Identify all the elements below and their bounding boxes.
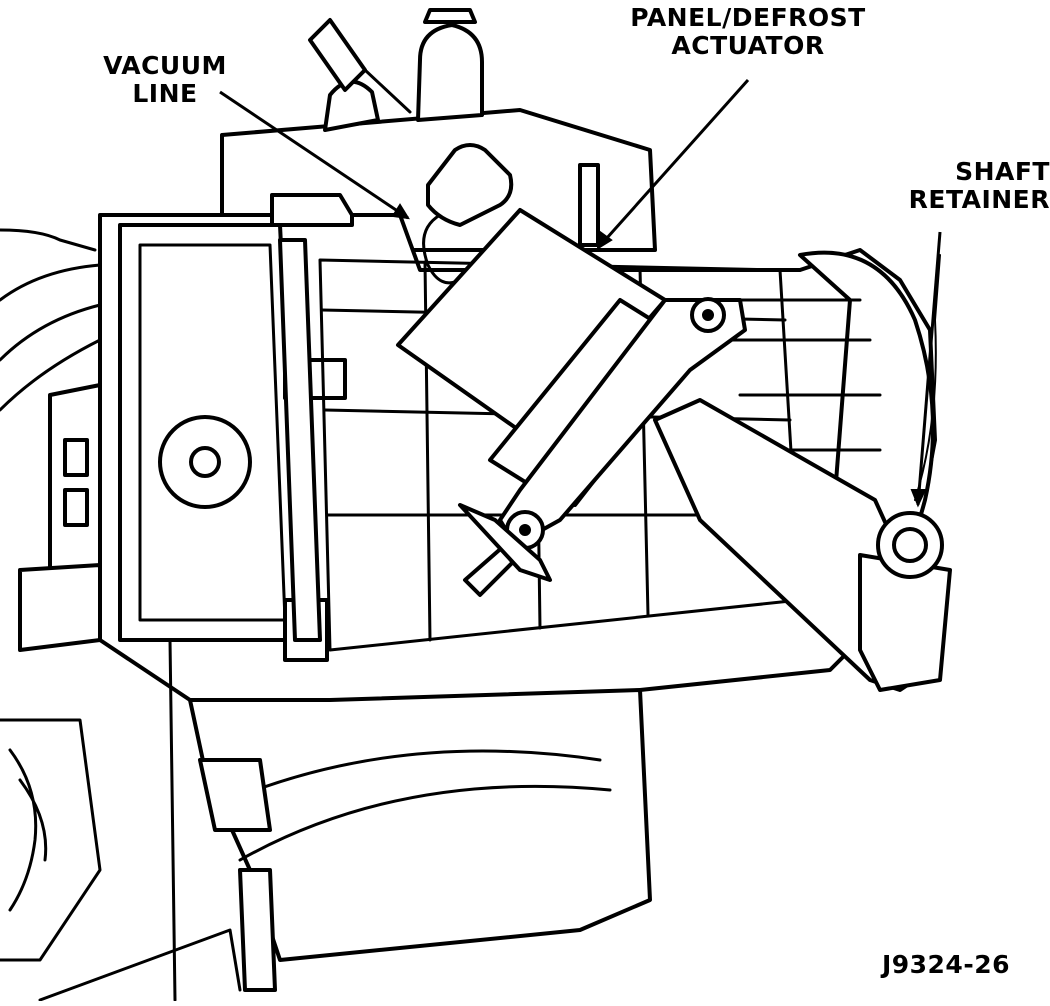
left-flange	[18, 563, 102, 652]
shaft-pin	[578, 163, 600, 247]
screw-center-top	[702, 309, 714, 321]
leader-vacuum-line	[219, 90, 409, 220]
label-panel-defrost-2: ACTUATOR	[671, 31, 825, 60]
left-wire-1	[0, 228, 97, 252]
label-panel-defrost-actuator: PANEL/DEFROST ACTUATOR	[598, 4, 898, 60]
leader-shaft-retainer	[916, 231, 942, 506]
label-panel-defrost-1: PANEL/DEFROST	[630, 3, 866, 32]
left-wire-2	[0, 263, 102, 302]
label-vacuum-line-1: VACUUM	[103, 51, 227, 80]
scroll-ribs	[718, 298, 882, 452]
lower-flange	[198, 758, 272, 832]
arrow-panel-defrost	[596, 230, 613, 250]
left-lower-ribs	[8, 748, 48, 912]
shaft-retainer-hole	[892, 527, 928, 563]
screw-center-bottom	[519, 524, 531, 536]
mount-tab-top	[270, 193, 354, 227]
nipple-cap	[423, 8, 477, 24]
duct-curve-2	[238, 784, 612, 862]
label-vacuum-line-2: LINE	[132, 79, 198, 108]
label-shaft-retainer: SHAFT RETAINER	[850, 158, 1050, 214]
pivot-blade	[458, 503, 552, 582]
label-shaft-retainer-1: SHAFT	[955, 157, 1050, 186]
vacuum-fitting	[426, 143, 514, 227]
left-wire-3	[0, 303, 102, 362]
left-wire-4	[0, 338, 102, 412]
duct-curve-1	[228, 749, 602, 802]
figure-id: J9324-26	[881, 950, 1010, 979]
bottom-bolt	[238, 868, 277, 992]
arrow-shaft-retainer	[910, 489, 927, 508]
vacuum-line-hose	[422, 213, 462, 285]
tube-left	[308, 18, 367, 92]
left-lower-edge	[168, 638, 177, 1002]
bracket-slot-1	[63, 438, 89, 477]
arrow-vacuum-line	[391, 203, 410, 220]
actuator-arm	[498, 298, 747, 547]
top-nipple-left	[323, 79, 380, 132]
top-nipple-right	[416, 23, 484, 122]
bottom-bracket	[38, 928, 242, 1002]
label-vacuum-line: VACUUM LINE	[70, 52, 260, 108]
hub-nut	[189, 446, 221, 478]
bracket-slot-2	[63, 488, 89, 527]
label-shaft-retainer-2: RETAINER	[908, 185, 1050, 214]
leader-panel-defrost	[596, 79, 750, 249]
side-rib	[278, 238, 322, 642]
left-lower-panel	[0, 718, 102, 962]
tube-line	[363, 68, 412, 114]
